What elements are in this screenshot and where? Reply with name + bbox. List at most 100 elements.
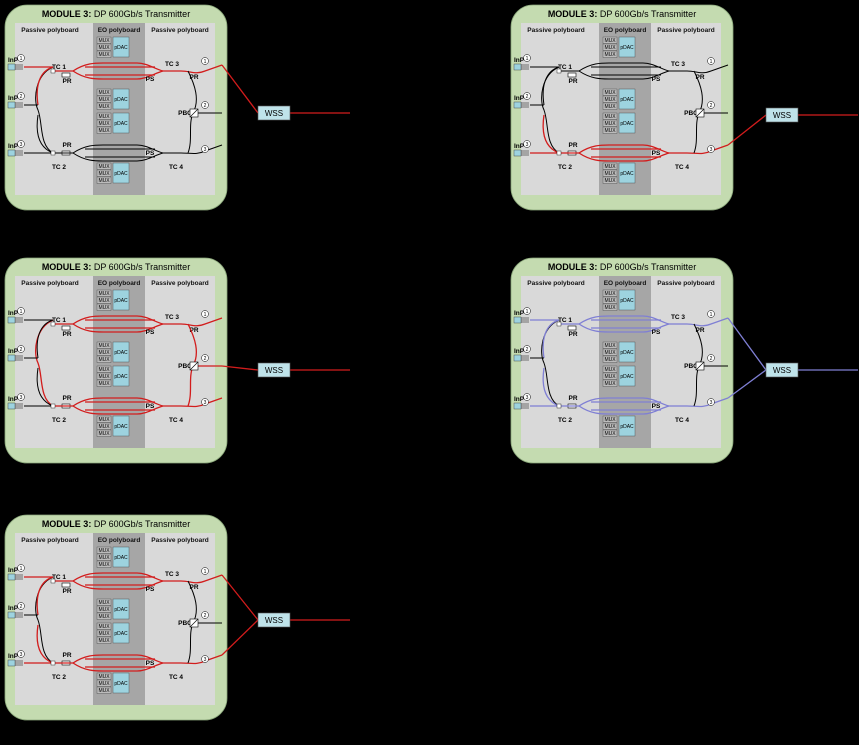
port-number: 3 (710, 147, 713, 153)
tc4-label: TC 4 (169, 417, 183, 424)
wss-box (257, 612, 291, 628)
mzm-arm (72, 70, 164, 80)
mzm-inner-arm (85, 401, 155, 411)
module-C: MODULE 3: DP 600Gb/s TransmitterPassive … (4, 257, 228, 464)
mux-label: MUX (604, 90, 616, 96)
port-marker-2 (707, 354, 715, 362)
ps-label: PS (652, 150, 661, 157)
pbc-label: PBC (178, 363, 192, 370)
mzm-inner-arm (591, 401, 661, 411)
port-marker-2 (201, 354, 209, 362)
tc4-label: TC 4 (169, 164, 183, 171)
ring-top (542, 66, 560, 106)
mux-label: MUX (98, 90, 110, 96)
mux-label: MUX (98, 343, 110, 349)
pdac-block (618, 112, 636, 134)
module-title: MODULE 3: DP 600Gb/s Transmitter (42, 9, 190, 19)
passive-left-label: Passive polyboard (527, 27, 584, 34)
inp-laser (7, 149, 16, 157)
wss-A: WSS (221, 64, 350, 121)
mux-label: MUX (98, 638, 110, 644)
inp-label: InP (8, 653, 19, 660)
mzm-arm (578, 405, 670, 415)
port-marker-1 (17, 564, 25, 572)
pdac-block (112, 672, 130, 694)
tc3-label: TC 3 (165, 571, 179, 578)
pr-label: PR (189, 74, 198, 81)
inp-label: InP (8, 143, 19, 150)
inp-laser (7, 316, 16, 324)
pdac-label: pDAC (114, 607, 128, 613)
mux-label: MUX (604, 374, 616, 380)
port-number: 1 (710, 59, 713, 65)
mux-block (602, 50, 618, 58)
inp-laser (7, 573, 16, 581)
wss-input-line (727, 369, 767, 399)
mux-label: MUX (98, 600, 110, 606)
mux-block (602, 36, 618, 44)
ps-label: PS (146, 403, 155, 410)
mux-label: MUX (98, 45, 110, 51)
pdac-label: pDAC (620, 45, 634, 51)
wss-box (257, 105, 291, 121)
mux-label: MUX (98, 350, 110, 356)
tc1-label: TC 1 (558, 317, 572, 324)
mux-block (602, 348, 618, 356)
coupler (50, 660, 56, 666)
port-marker-1 (201, 310, 209, 318)
port-number: 1 (526, 309, 529, 315)
mux-label: MUX (604, 305, 616, 311)
pdac-block (112, 162, 130, 184)
pdac-block (112, 341, 130, 363)
mux-block (96, 176, 112, 184)
mux-label: MUX (98, 624, 110, 630)
pr-label: PR (568, 331, 577, 338)
mux-label: MUX (604, 381, 616, 387)
ps-label: PS (146, 150, 155, 157)
mux-block (96, 341, 112, 349)
passive-right-label: Passive polyboard (657, 27, 714, 34)
mux-block (602, 43, 618, 51)
mux-label: MUX (98, 128, 110, 134)
mzm-inner-arm (591, 148, 661, 158)
mux-block (602, 126, 618, 134)
module-title: MODULE 3: DP 600Gb/s Transmitter (42, 519, 190, 529)
mux-label: MUX (98, 548, 110, 554)
mzm-inner-arm (591, 66, 661, 76)
mux-block (602, 102, 618, 110)
pr-label: PR (695, 74, 704, 81)
port-number: 1 (710, 312, 713, 318)
port-marker-2 (17, 345, 25, 353)
phase-rotator (61, 325, 71, 331)
mux-block (602, 176, 618, 184)
port-marker-2 (707, 101, 715, 109)
tc1-label: TC 1 (52, 317, 66, 324)
inp-laser (7, 402, 16, 410)
inp-laser (513, 101, 522, 109)
mzm-inner-arm (85, 319, 155, 329)
output-top (180, 64, 223, 74)
mzm-arm (72, 662, 164, 672)
port-marker-3 (201, 655, 209, 663)
eo-label: EO polyboard (98, 27, 141, 34)
port-number: 1 (526, 56, 529, 62)
mux-label: MUX (98, 52, 110, 58)
port-marker-3 (707, 145, 715, 153)
mux-block (96, 636, 112, 644)
passive-right-label: Passive polyboard (657, 280, 714, 287)
output-top (180, 317, 223, 327)
port-number: 2 (20, 347, 23, 353)
inp-label: InP (8, 57, 19, 64)
eo-label: EO polyboard (604, 27, 647, 34)
ring-top (36, 319, 54, 359)
pr-label: PR (568, 395, 577, 402)
port-marker-1 (523, 307, 531, 315)
mux-block (96, 686, 112, 694)
wss-box (765, 107, 799, 123)
mux-block (602, 355, 618, 363)
pdac-label: pDAC (114, 298, 128, 304)
pdac-label: pDAC (114, 97, 128, 103)
pr-label: PR (695, 327, 704, 334)
wss-label: WSS (265, 366, 283, 375)
mux-label: MUX (604, 417, 616, 423)
